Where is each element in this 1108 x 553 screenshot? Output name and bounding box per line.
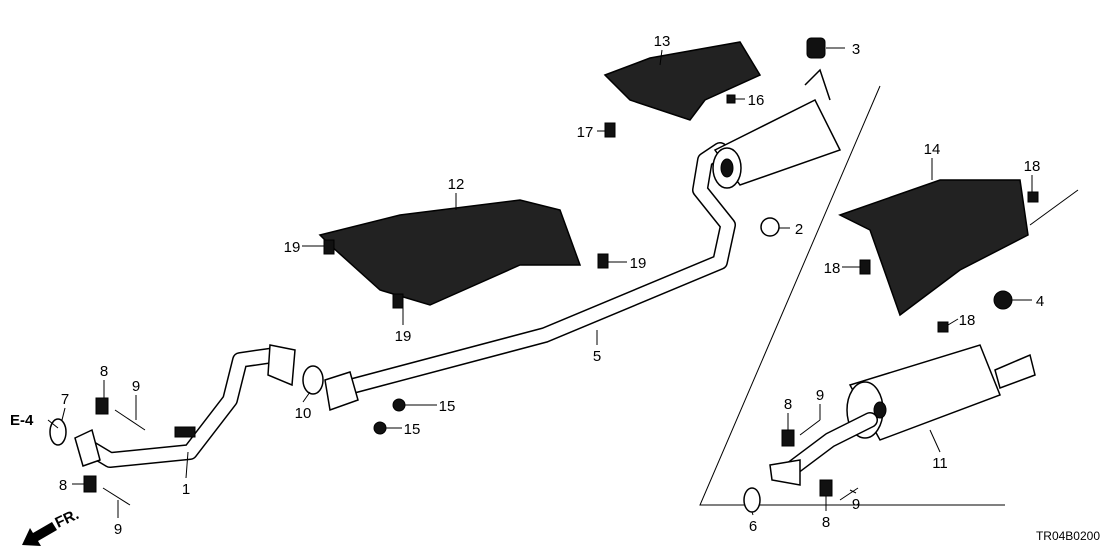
callout-14: 14	[924, 141, 941, 158]
callout-3: 3	[852, 41, 860, 58]
callout-19: 19	[395, 328, 412, 345]
callout-8: 8	[100, 363, 108, 380]
middle-pipe	[337, 142, 736, 396]
callout-9: 9	[132, 378, 140, 395]
heat-shield-14	[838, 179, 1029, 317]
rear-muffler	[769, 344, 1036, 486]
center-muffler	[712, 68, 842, 189]
callout-9: 9	[114, 521, 122, 538]
gasket-10	[302, 365, 324, 395]
callout-8: 8	[59, 477, 67, 494]
callout-2: 2	[795, 221, 803, 238]
callout-labels: 1 2 3 4 5 6 7 8 8 8 8 9 9 9 9 10 11 12 1…	[59, 33, 1044, 538]
callout-12: 12	[448, 176, 465, 193]
callout-11: 11	[932, 455, 948, 472]
gasket-6	[743, 487, 761, 513]
callout-8: 8	[822, 514, 830, 531]
callout-18: 18	[959, 312, 976, 329]
callout-6: 6	[749, 518, 757, 535]
callout-7: 7	[61, 391, 69, 408]
callout-5: 5	[593, 348, 601, 365]
callout-9: 9	[852, 496, 860, 513]
hanger-rubber-3	[806, 37, 826, 59]
heat-shield-12	[318, 199, 582, 306]
flange	[324, 371, 359, 412]
callout-17: 17	[577, 124, 594, 141]
hanger-rubber-4	[993, 290, 1013, 310]
callout-8: 8	[784, 396, 792, 413]
callout-15: 15	[404, 421, 421, 438]
callout-18: 18	[824, 260, 841, 277]
front-pipe	[74, 344, 296, 468]
callout-1: 1	[182, 481, 190, 498]
callout-16: 16	[748, 92, 765, 109]
callout-13: 13	[654, 33, 671, 50]
callout-10: 10	[295, 405, 312, 422]
front-label: FR.	[53, 506, 82, 532]
callout-19: 19	[630, 255, 647, 272]
hanger-rubber-2	[760, 217, 780, 237]
callout-18: 18	[1024, 158, 1041, 175]
front-direction-indicator: FR.	[22, 506, 82, 546]
gasket-7	[49, 418, 67, 446]
callout-9: 9	[816, 387, 824, 404]
callout-19: 19	[284, 239, 301, 256]
grouping-lines	[699, 85, 1079, 506]
leader-lines	[47, 47, 1033, 518]
diagram-code: TR04B0200	[1036, 529, 1100, 543]
callout-15: 15	[439, 398, 456, 415]
reference-marker: E-4	[10, 412, 34, 429]
front-arrow-icon	[22, 522, 57, 546]
heat-shield-13	[603, 41, 762, 121]
callout-4: 4	[1036, 293, 1044, 310]
